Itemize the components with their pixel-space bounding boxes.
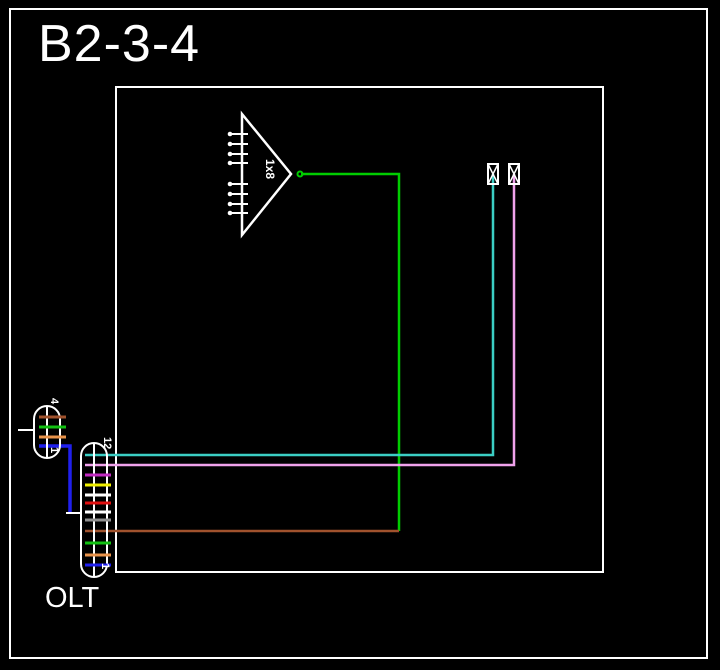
- outer-border: [9, 8, 708, 659]
- splitter-triangle: [240, 110, 293, 239]
- splitter-output-dot: [296, 170, 304, 178]
- distribution-cable-symbol: [66, 442, 111, 578]
- distribution-cable-count-label: 12: [101, 437, 113, 450]
- feeder-cable-symbol: [18, 405, 66, 459]
- feeder-cable-count-label: 4: [48, 398, 60, 405]
- splitter-ratio-label: 1x8: [263, 159, 277, 180]
- page-title: B2-3-4: [38, 15, 201, 73]
- aqua-drop-route: [85, 174, 495, 457]
- terminal-1-x-icon: [487, 163, 499, 185]
- terminal-2-box: [508, 163, 520, 185]
- terminal-1-symbol: [487, 163, 499, 185]
- distribution-cable-start-label: 1: [99, 563, 111, 570]
- splitter-port-dots: [227, 131, 233, 216]
- blue-feeder-route: [39, 444, 72, 512]
- terminal-2-x-icon: [508, 163, 520, 185]
- splitter-output-route: [301, 172, 401, 531]
- feeder-cable-start-label: 1: [48, 447, 60, 454]
- terminal-1-box: [487, 163, 499, 185]
- terminal-2-symbol: [508, 163, 520, 185]
- splitter-port-ticks: [232, 133, 248, 214]
- olt-label: OLT: [45, 582, 100, 614]
- splitter-symbol: [227, 110, 304, 239]
- rose-drop-route: [85, 174, 516, 467]
- inner-boundary-box: [115, 86, 604, 573]
